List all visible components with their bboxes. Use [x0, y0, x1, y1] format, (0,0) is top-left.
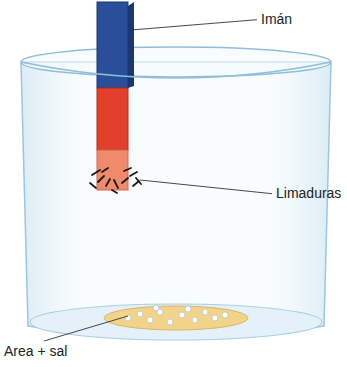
iron-filing — [112, 190, 117, 193]
iron-filing — [92, 170, 100, 175]
iron-filing — [114, 180, 118, 188]
salt-grain — [222, 312, 228, 318]
salt-grain — [125, 315, 131, 321]
magnet-under-glass — [97, 150, 128, 190]
magnet-red-pole — [97, 88, 128, 150]
iron-filings — [90, 168, 141, 193]
salt-grain — [137, 311, 143, 317]
iron-filing — [136, 178, 141, 184]
salt-grain — [147, 317, 153, 323]
iron-filing — [122, 178, 128, 183]
magnet-side — [128, 2, 134, 88]
salt-grain — [212, 315, 218, 321]
salt-grain — [185, 306, 191, 312]
iron-filing — [90, 183, 96, 188]
part-label: Area + sal — [4, 344, 67, 359]
beaker-rim-front — [21, 62, 331, 78]
salt-grain — [153, 305, 159, 311]
salt-grain — [202, 309, 208, 315]
salt-grain — [167, 319, 173, 325]
salt-grains — [125, 305, 228, 325]
sand — [104, 306, 248, 330]
part-label: Limaduras — [276, 186, 341, 201]
iron-filing — [102, 168, 108, 172]
salt-grain — [179, 312, 185, 318]
iron-filing — [106, 179, 110, 186]
salt-grain — [192, 317, 198, 323]
beaker-rim — [21, 47, 331, 77]
beaker-bottom — [30, 304, 322, 340]
iron-filing — [124, 168, 131, 171]
leader-line — [140, 180, 272, 194]
leader-line — [131, 20, 257, 30]
leader-line — [44, 316, 128, 341]
part-label: Imán — [261, 12, 292, 27]
iron-filing — [130, 172, 137, 176]
iron-filing — [98, 176, 104, 182]
